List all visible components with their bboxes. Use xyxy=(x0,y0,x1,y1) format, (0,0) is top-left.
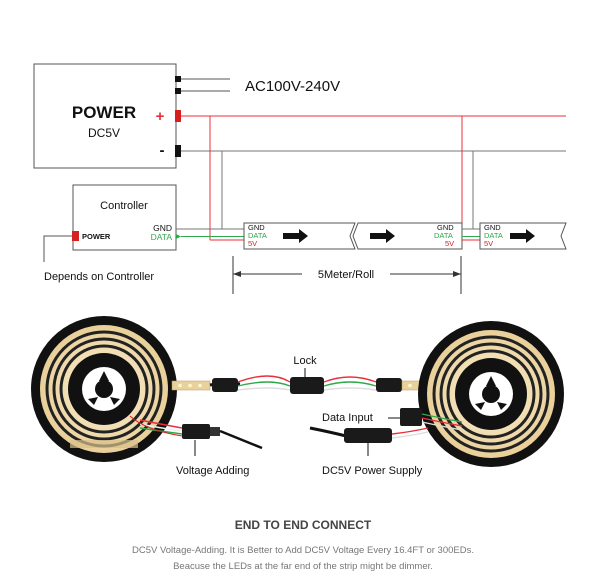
controller-power-terminal xyxy=(72,231,79,241)
ac-terminal-1 xyxy=(175,76,181,82)
strip2-5v: 5V xyxy=(445,239,454,248)
data-input-connector xyxy=(400,408,422,426)
power-supply-cable xyxy=(309,426,429,456)
minus-terminal xyxy=(175,145,181,157)
strip-segment-3: GND DATA 5V xyxy=(479,222,567,250)
controller-box: Controller GND DATA POWER xyxy=(72,184,181,251)
plus-terminal xyxy=(175,110,181,122)
strip-segment-1: GND DATA 5V xyxy=(243,222,356,250)
left-voltage-adding-cable xyxy=(129,415,263,456)
footer-line-2: Beacuse the LEDs at the far end of the s… xyxy=(173,561,433,572)
strip2-gnd: GND xyxy=(437,223,454,232)
dc5v-supply-connector xyxy=(344,428,392,443)
strip3-5v: 5V xyxy=(484,239,493,248)
controller-gnd-pin: GND xyxy=(153,223,172,233)
plus-sign: + xyxy=(156,108,165,125)
right-data-input-cable xyxy=(388,408,463,431)
strip2-data: DATA xyxy=(434,231,453,240)
left-lock-connector xyxy=(212,378,238,392)
dc5v-supply-label: DC5V Power Supply xyxy=(322,465,423,477)
data-input-label: Data Input xyxy=(322,412,373,424)
depends-label: Depends on Controller xyxy=(44,271,154,283)
strip1-gnd: GND xyxy=(248,223,265,232)
strip-segment-2: GND DATA 5V xyxy=(352,222,463,250)
power-voltage: DC5V xyxy=(88,126,120,140)
strip3-data: DATA xyxy=(484,231,503,240)
lock-label: Lock xyxy=(293,355,317,367)
ac-terminal-2 xyxy=(175,88,181,94)
controller-data-pin: DATA xyxy=(151,232,173,242)
right-led-reel xyxy=(418,321,564,467)
lock-connector-cable xyxy=(237,368,377,394)
lock-connector xyxy=(290,377,324,394)
voltage-adding-label: Voltage Adding xyxy=(176,465,249,477)
strip1-data: DATA xyxy=(248,231,267,240)
left-reel-hub-icon xyxy=(82,367,126,411)
strip1-direction-arrow-icon xyxy=(283,229,308,243)
strip3-direction-arrow-icon xyxy=(510,229,535,243)
length-dimension: 5Meter/Roll xyxy=(232,256,462,294)
strip2-direction-arrow-icon xyxy=(370,229,395,243)
data-arrow-head xyxy=(176,234,181,239)
footer-heading: END TO END CONNECT xyxy=(235,518,372,532)
ac-input-label: AC100V-240V xyxy=(245,78,340,95)
right-reel-hub-icon xyxy=(469,372,513,416)
controller-title: Controller xyxy=(100,200,148,212)
power-title: POWER xyxy=(72,103,136,122)
power-supply-box: POWER DC5V + - xyxy=(33,63,181,169)
footer-line-1: DC5V Voltage-Adding. It is Better to Add… xyxy=(132,545,474,556)
right-lock-connector xyxy=(376,378,402,392)
strip1-5v: 5V xyxy=(248,239,257,248)
minus-sign: - xyxy=(160,142,165,159)
left-led-reel xyxy=(31,316,177,462)
length-label: 5Meter/Roll xyxy=(318,269,374,281)
strip3-gnd: GND xyxy=(484,223,501,232)
controller-power-label: POWER xyxy=(82,232,111,241)
